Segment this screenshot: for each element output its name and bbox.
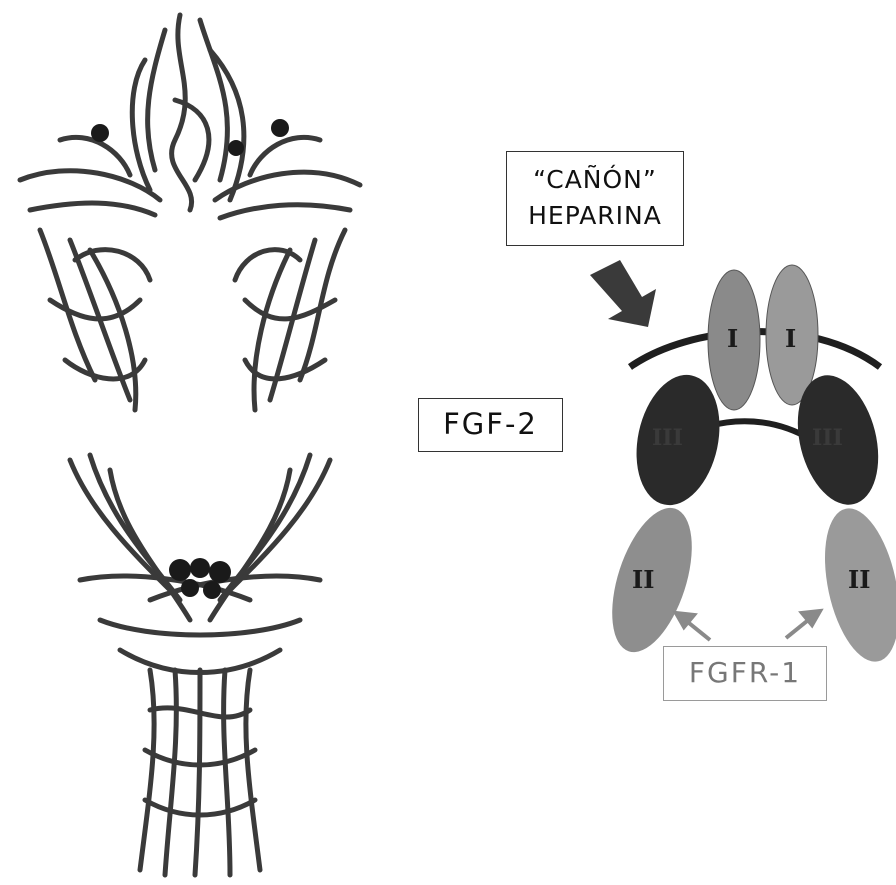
fgfr1-arrows [676,611,820,640]
canon-line-2: HEPARINA [507,198,683,234]
protein-structure-bottom [50,450,350,880]
domain-iii-right-label: III [812,425,843,451]
receptor-schematic: I I III III II II [580,255,896,685]
fgf2-label: FGF-2 [418,398,563,452]
domain-i-right-label: I [785,324,796,353]
domain-iii-left-label: III [652,425,683,451]
domain-ii-left-label: II [632,565,654,594]
domain-ii-right-label: II [848,565,870,594]
canon-heparina-label: “CAÑÓN” HEPARINA [506,151,684,246]
heparin-arrow-icon [590,260,656,327]
domain-i-left-label: I [727,324,738,353]
canon-line-1: “CAÑÓN” [507,162,683,198]
protein-structure-top [0,0,380,440]
